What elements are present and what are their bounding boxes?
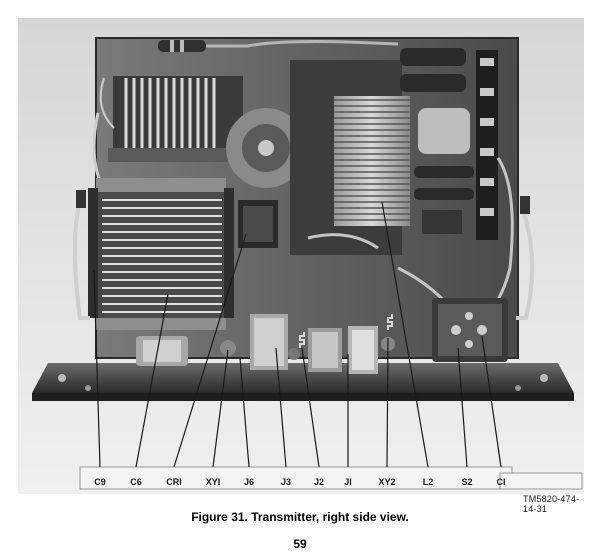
callout-c6: C6 <box>130 477 142 487</box>
callout-s2: S2 <box>461 477 473 487</box>
terminal-strip <box>476 50 498 240</box>
coil-l2 <box>334 96 410 226</box>
chassis-base-plate <box>32 363 574 393</box>
callout-cr1: CRI <box>166 477 182 487</box>
transmitter-photo-drawing <box>18 18 584 494</box>
callout-xy2: XY2 <box>378 477 396 487</box>
callout-j2: J2 <box>313 477 325 487</box>
figure-number-box <box>499 472 583 490</box>
variable-capacitor-c6 <box>88 178 234 330</box>
callout-j3: J3 <box>280 477 292 487</box>
callout-c1: CI <box>496 477 506 487</box>
callout-xy1: XYI <box>205 477 221 487</box>
callout-j6: J6 <box>243 477 255 487</box>
callout-leaders <box>93 201 502 468</box>
jack-row <box>220 314 395 374</box>
callout-c9: C9 <box>94 477 106 487</box>
top-left-coil <box>108 76 248 162</box>
callout-l2: L2 <box>422 477 434 487</box>
callout-j1: JI <box>344 477 352 487</box>
page-number: 59 <box>293 537 307 551</box>
figure-number: TM5820-474-14-31 <box>523 494 580 514</box>
right-handle <box>516 207 535 320</box>
figure-caption: Figure 31. Transmitter, right side view. <box>191 510 409 524</box>
resistor-bank-right <box>400 48 474 234</box>
callout-strip <box>79 466 513 490</box>
transmitter-photo: C9 C6 CRI XYI J6 J3 J2 JI XY2 L2 S2 CI T… <box>18 18 584 514</box>
